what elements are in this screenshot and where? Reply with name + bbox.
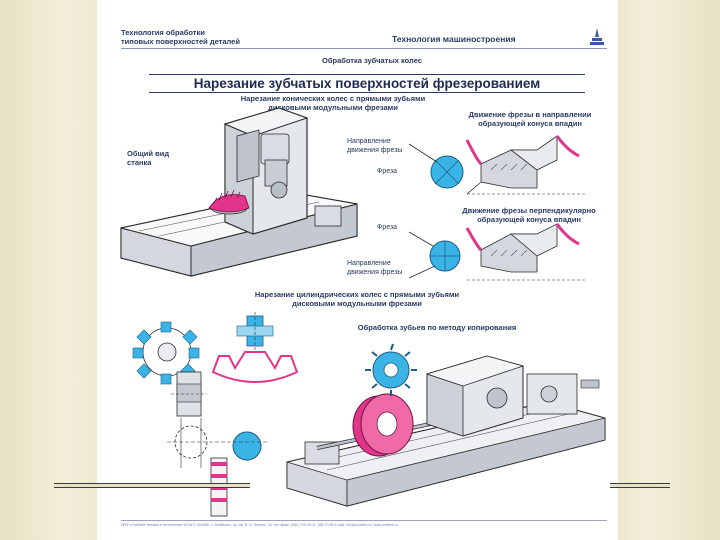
section2-line2: дисковыми модульными фрезами [292, 299, 422, 308]
motion-perp-line2: образующей конуса впадин [477, 215, 581, 224]
logo-icon [590, 28, 604, 45]
general-view-label: Общий вид станка [127, 149, 187, 167]
gear-profile-illustration [211, 312, 299, 383]
gear-milling-machine-illustration [120, 107, 358, 277]
decorative-line-left [54, 483, 250, 488]
feed-direction-label-1b: движения фрезы [347, 146, 403, 154]
disk-cutter-illustration [132, 321, 200, 385]
section1-caption: Нарезание конических колес с прямыми зуб… [203, 94, 463, 112]
general-view-line1: Общий вид [127, 149, 170, 158]
header-right: Технология машиностроения [392, 34, 516, 44]
decorative-line-right [610, 483, 670, 488]
slide: Технология обработки типовых поверхносте… [97, 0, 618, 540]
section1-line2: дисковыми модульными фрезами [268, 103, 398, 112]
section2-caption: Нарезание цилиндрических колес с прямыми… [207, 290, 507, 308]
cutter-section-illustration [171, 371, 207, 417]
gear-section-diagram [167, 418, 267, 517]
header-divider [121, 48, 607, 49]
slide-right-border [618, 0, 720, 540]
subtitle: Обработка зубчатых колес [322, 56, 422, 65]
header-left-line1: Технология обработки [121, 28, 205, 37]
feed-direction-label-2a: Направление [347, 260, 391, 267]
copying-caption: Обработка зубьев по методу копирования [357, 323, 517, 332]
header-left: Технология обработки типовых поверхносте… [121, 28, 301, 46]
footer-divider [121, 520, 607, 521]
cutter-label-2: Фреза [377, 224, 398, 231]
motion-along-caption: Движение фрезы в направлении образующей … [455, 110, 605, 128]
motion-along-line2: образующей конуса впадин [478, 119, 582, 128]
section1-line1: Нарезание конических колес с прямыми зуб… [240, 94, 426, 103]
copying-machine-illustration [286, 343, 606, 507]
motion-perp-line1: Движение фрезы перпендикулярно [462, 206, 596, 215]
header-left-line2: типовых поверхностей деталей [121, 37, 240, 46]
section2-line1: Нарезание цилиндрических колес с прямыми… [254, 290, 460, 299]
cutter-perpendicular-diagram [408, 223, 587, 281]
footer-text: ИПФ «Учебная техника и технологии» ЮУрГУ… [121, 523, 399, 527]
motion-along-line1: Движение фрезы в направлении [468, 110, 592, 119]
cutter-along-diagram [408, 135, 587, 195]
page-title: Нарезание зубчатых поверхностей фрезеров… [149, 74, 585, 93]
feed-direction-label-1a: Направление [347, 138, 391, 145]
feed-direction-label-2: Направление движения фрезы [347, 260, 417, 277]
feed-direction-label-1: Направление движения фрезы [347, 138, 417, 155]
poster: Технология обработки типовых поверхносте… [107, 12, 607, 532]
general-view-line2: станка [127, 158, 152, 167]
feed-direction-label-2b: движения фрезы [347, 268, 403, 276]
cutter-label-1: Фреза [377, 168, 398, 175]
motion-perp-caption: Движение фрезы перпендикулярно образующе… [453, 206, 605, 224]
slide-left-border [0, 0, 97, 540]
